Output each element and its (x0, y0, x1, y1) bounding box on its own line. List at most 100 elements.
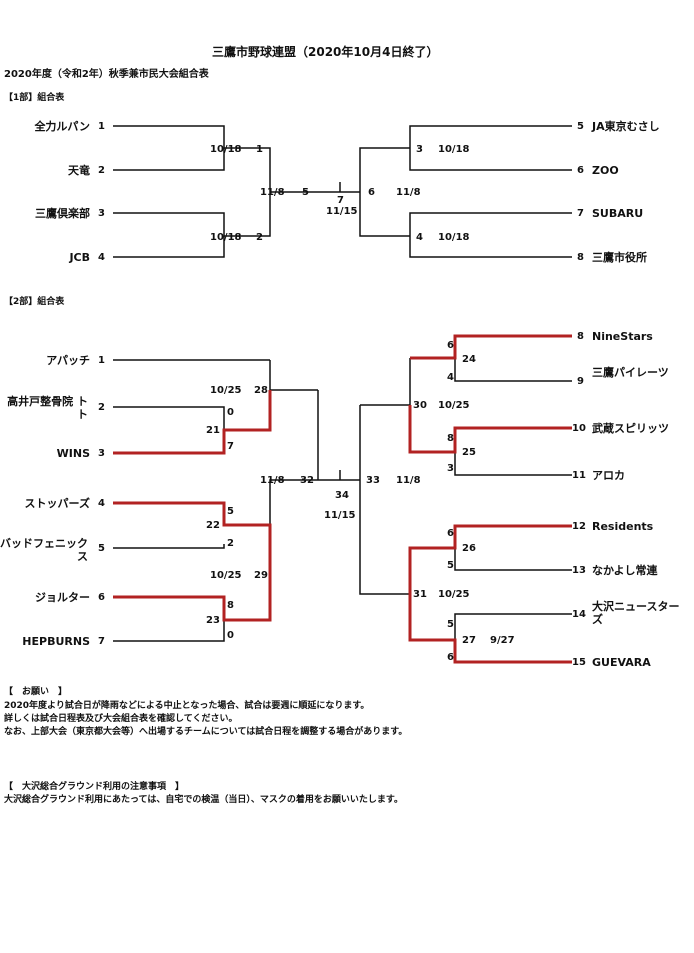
d2-score-g25-top: 8 (447, 433, 454, 444)
d2-game-no-21: 21 (206, 425, 220, 436)
d2-score-g27-bottom: 6 (447, 652, 454, 663)
d2-score-g23-top: 8 (227, 600, 234, 611)
d2-game-date-29: 10/25 (210, 570, 242, 581)
d2-team-seed-2: 2 (98, 402, 105, 413)
d2-team-name-1: アパッチ (46, 354, 90, 367)
d2-score-g21-bottom: 7 (227, 441, 234, 452)
d2-line-6 (269, 479, 318, 575)
d2-game-no-31: 31 (413, 589, 427, 600)
d1-team-name-6: ZOO (592, 164, 619, 177)
notice1-heading: 【 お願い 】 (4, 687, 68, 697)
d2-score-g21-top: 0 (227, 407, 234, 418)
d2-win-guevara (408, 594, 572, 664)
d2-team-seed-11: 11 (572, 470, 586, 481)
d2-score-g22-bottom: 2 (227, 538, 234, 549)
d2-game-no-29: 29 (254, 570, 268, 581)
d2-game-date-34: 11/15 (324, 510, 356, 521)
d2-score-g22-top: 5 (227, 506, 234, 517)
division1-label: 【1部】組合表 (4, 93, 65, 103)
d2-team-seed-3: 3 (98, 448, 105, 459)
d2-team-name-3: WINS (56, 447, 90, 460)
d2-line-5 (269, 360, 318, 391)
d1-line-6 (409, 212, 572, 258)
d2-score-g27-top: 5 (447, 619, 454, 630)
notice1-line-1: 2020年度より試合日が降雨などによる中止となった場合、試合は要週に順延になりま… (4, 701, 370, 711)
d1-team-seed-1: 1 (98, 121, 105, 132)
d1-game-date-5: 11/8 (260, 187, 285, 198)
d1-team-seed-6: 6 (577, 165, 584, 176)
d2-score-g24-bottom: 4 (447, 372, 454, 383)
d2-team-name-4: ストッパーズ (24, 497, 90, 510)
d2-game-date-28: 10/25 (210, 385, 242, 396)
d2-team-name-13: なかよし常連 (592, 564, 658, 577)
page-subtitle: 2020年度（令和2年）秋季兼市民大会組合表 (4, 69, 209, 80)
d2-team-seed-4: 4 (98, 498, 105, 509)
d1-team-name-4: JCB (69, 251, 90, 264)
d1-game-date-4: 10/18 (438, 232, 470, 243)
d2-line-4 (113, 620, 225, 642)
d2-team-seed-1: 1 (98, 355, 105, 366)
d2-win-residents (408, 524, 572, 594)
d1-team-seed-5: 5 (577, 121, 584, 132)
d2-line-10 (454, 452, 572, 476)
d2-team-name-11: アロカ (592, 469, 625, 482)
d1-team-seed-7: 7 (577, 208, 584, 219)
d2-win-ninestars (410, 334, 572, 360)
d2-team-name-5: バッドフェニックス (0, 537, 88, 563)
d2-win-stoppers (113, 501, 272, 575)
d1-game-date-1: 10/18 (210, 144, 242, 155)
d2-game-date-32: 11/8 (260, 475, 285, 486)
d2-score-g25-bottom: 3 (447, 463, 454, 474)
d1-team-name-5: JA東京むさし (592, 120, 660, 133)
d1-game-date-7: 11/15 (326, 206, 358, 217)
d1-game-no-5: 5 (302, 187, 309, 198)
d1-team-seed-2: 2 (98, 165, 105, 176)
d1-game-date-2: 10/18 (210, 232, 242, 243)
d2-score-g24-top: 6 (447, 340, 454, 351)
notice1-line-3: なお、上部大会（東京都大会等）へ出場するチームについては試合日程を調整する場合が… (4, 727, 408, 737)
d1-game-no-2: 2 (256, 232, 263, 243)
d2-team-name-6: ジョルター (35, 591, 90, 604)
d2-game-date-31: 10/25 (438, 589, 470, 600)
d2-win-wins (113, 390, 272, 455)
d2-game-no-34: 34 (335, 490, 349, 501)
d2-team-name-15: GUEVARA (592, 656, 651, 669)
d1-team-seed-3: 3 (98, 208, 105, 219)
d2-game-no-24: 24 (462, 354, 476, 365)
d1-game-no-6: 6 (368, 187, 375, 198)
d2-team-name-10: 武蔵スピリッツ (592, 422, 669, 435)
d2-game-no-27: 27 (462, 635, 476, 646)
d1-team-seed-8: 8 (577, 252, 584, 263)
d2-game-no-28: 28 (254, 385, 268, 396)
d2-team-seed-12: 12 (572, 521, 586, 532)
page-title: 三鷹市野球連盟（2020年10月4日終了） (212, 45, 439, 59)
d2-line-12 (454, 613, 572, 640)
d2-team-seed-10: 10 (572, 423, 586, 434)
d2-line-2 (113, 406, 225, 430)
d2-team-seed-9: 9 (577, 376, 584, 387)
d2-game-no-23: 23 (206, 615, 220, 626)
d1-team-name-1: 全力ルパン (34, 120, 90, 133)
d2-team-seed-8: 8 (577, 331, 584, 342)
d2-win-musashi (408, 405, 572, 454)
d2-game-date-27: 9/27 (490, 635, 515, 646)
d2-score-g23-bottom: 0 (227, 630, 234, 641)
d2-line-9 (454, 358, 572, 382)
d1-team-name-3: 三鷹倶楽部 (35, 207, 90, 220)
d2-game-no-33: 33 (366, 475, 380, 486)
d2-game-no-30: 30 (413, 400, 427, 411)
d2-win-jolter (113, 575, 272, 622)
d2-game-no-32: 32 (300, 475, 314, 486)
d1-game-no-4: 4 (416, 232, 423, 243)
d2-line-3 (113, 544, 225, 549)
d1-line-2 (113, 212, 225, 258)
d2-team-seed-15: 15 (572, 657, 586, 668)
d2-game-date-30: 10/25 (438, 400, 470, 411)
d2-line-14 (360, 358, 411, 406)
d1-team-seed-4: 4 (98, 252, 105, 263)
d2-team-name-7: HEPBURNS (22, 635, 90, 648)
d2-team-name-8: NineStars (592, 330, 653, 343)
d1-game-no-7: 7 (337, 195, 344, 206)
d1-game-date-6: 11/8 (396, 187, 421, 198)
